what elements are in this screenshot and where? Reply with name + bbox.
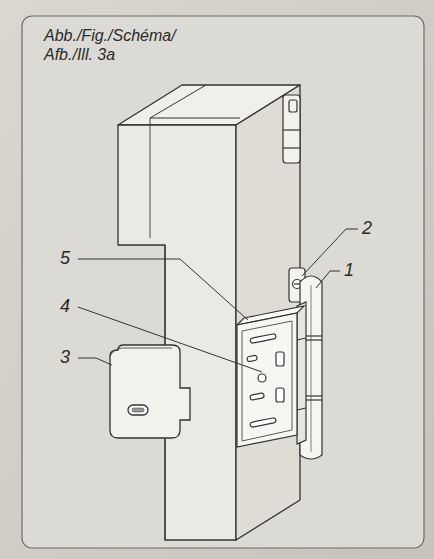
leader-line xyxy=(78,307,262,372)
upper-hinge xyxy=(283,95,300,163)
leader-line xyxy=(316,271,340,288)
leader-line xyxy=(78,259,248,320)
door-frame xyxy=(118,73,300,540)
cap-slot xyxy=(128,405,148,415)
figure-title: Abb./Fig./Schéma/ Afb./Ill. 3a xyxy=(44,26,209,64)
figure-border xyxy=(22,16,424,548)
callout-number: 1 xyxy=(344,260,354,281)
mounting-plate xyxy=(237,313,297,447)
cover-cap xyxy=(110,345,190,438)
callout-number: 3 xyxy=(60,347,70,368)
callout-number: 5 xyxy=(60,248,70,269)
callout-number: 2 xyxy=(362,218,372,239)
leader-line xyxy=(78,358,112,365)
callout-number: 4 xyxy=(60,296,70,317)
leader-lines xyxy=(78,229,358,372)
lower-hinge xyxy=(237,268,322,459)
